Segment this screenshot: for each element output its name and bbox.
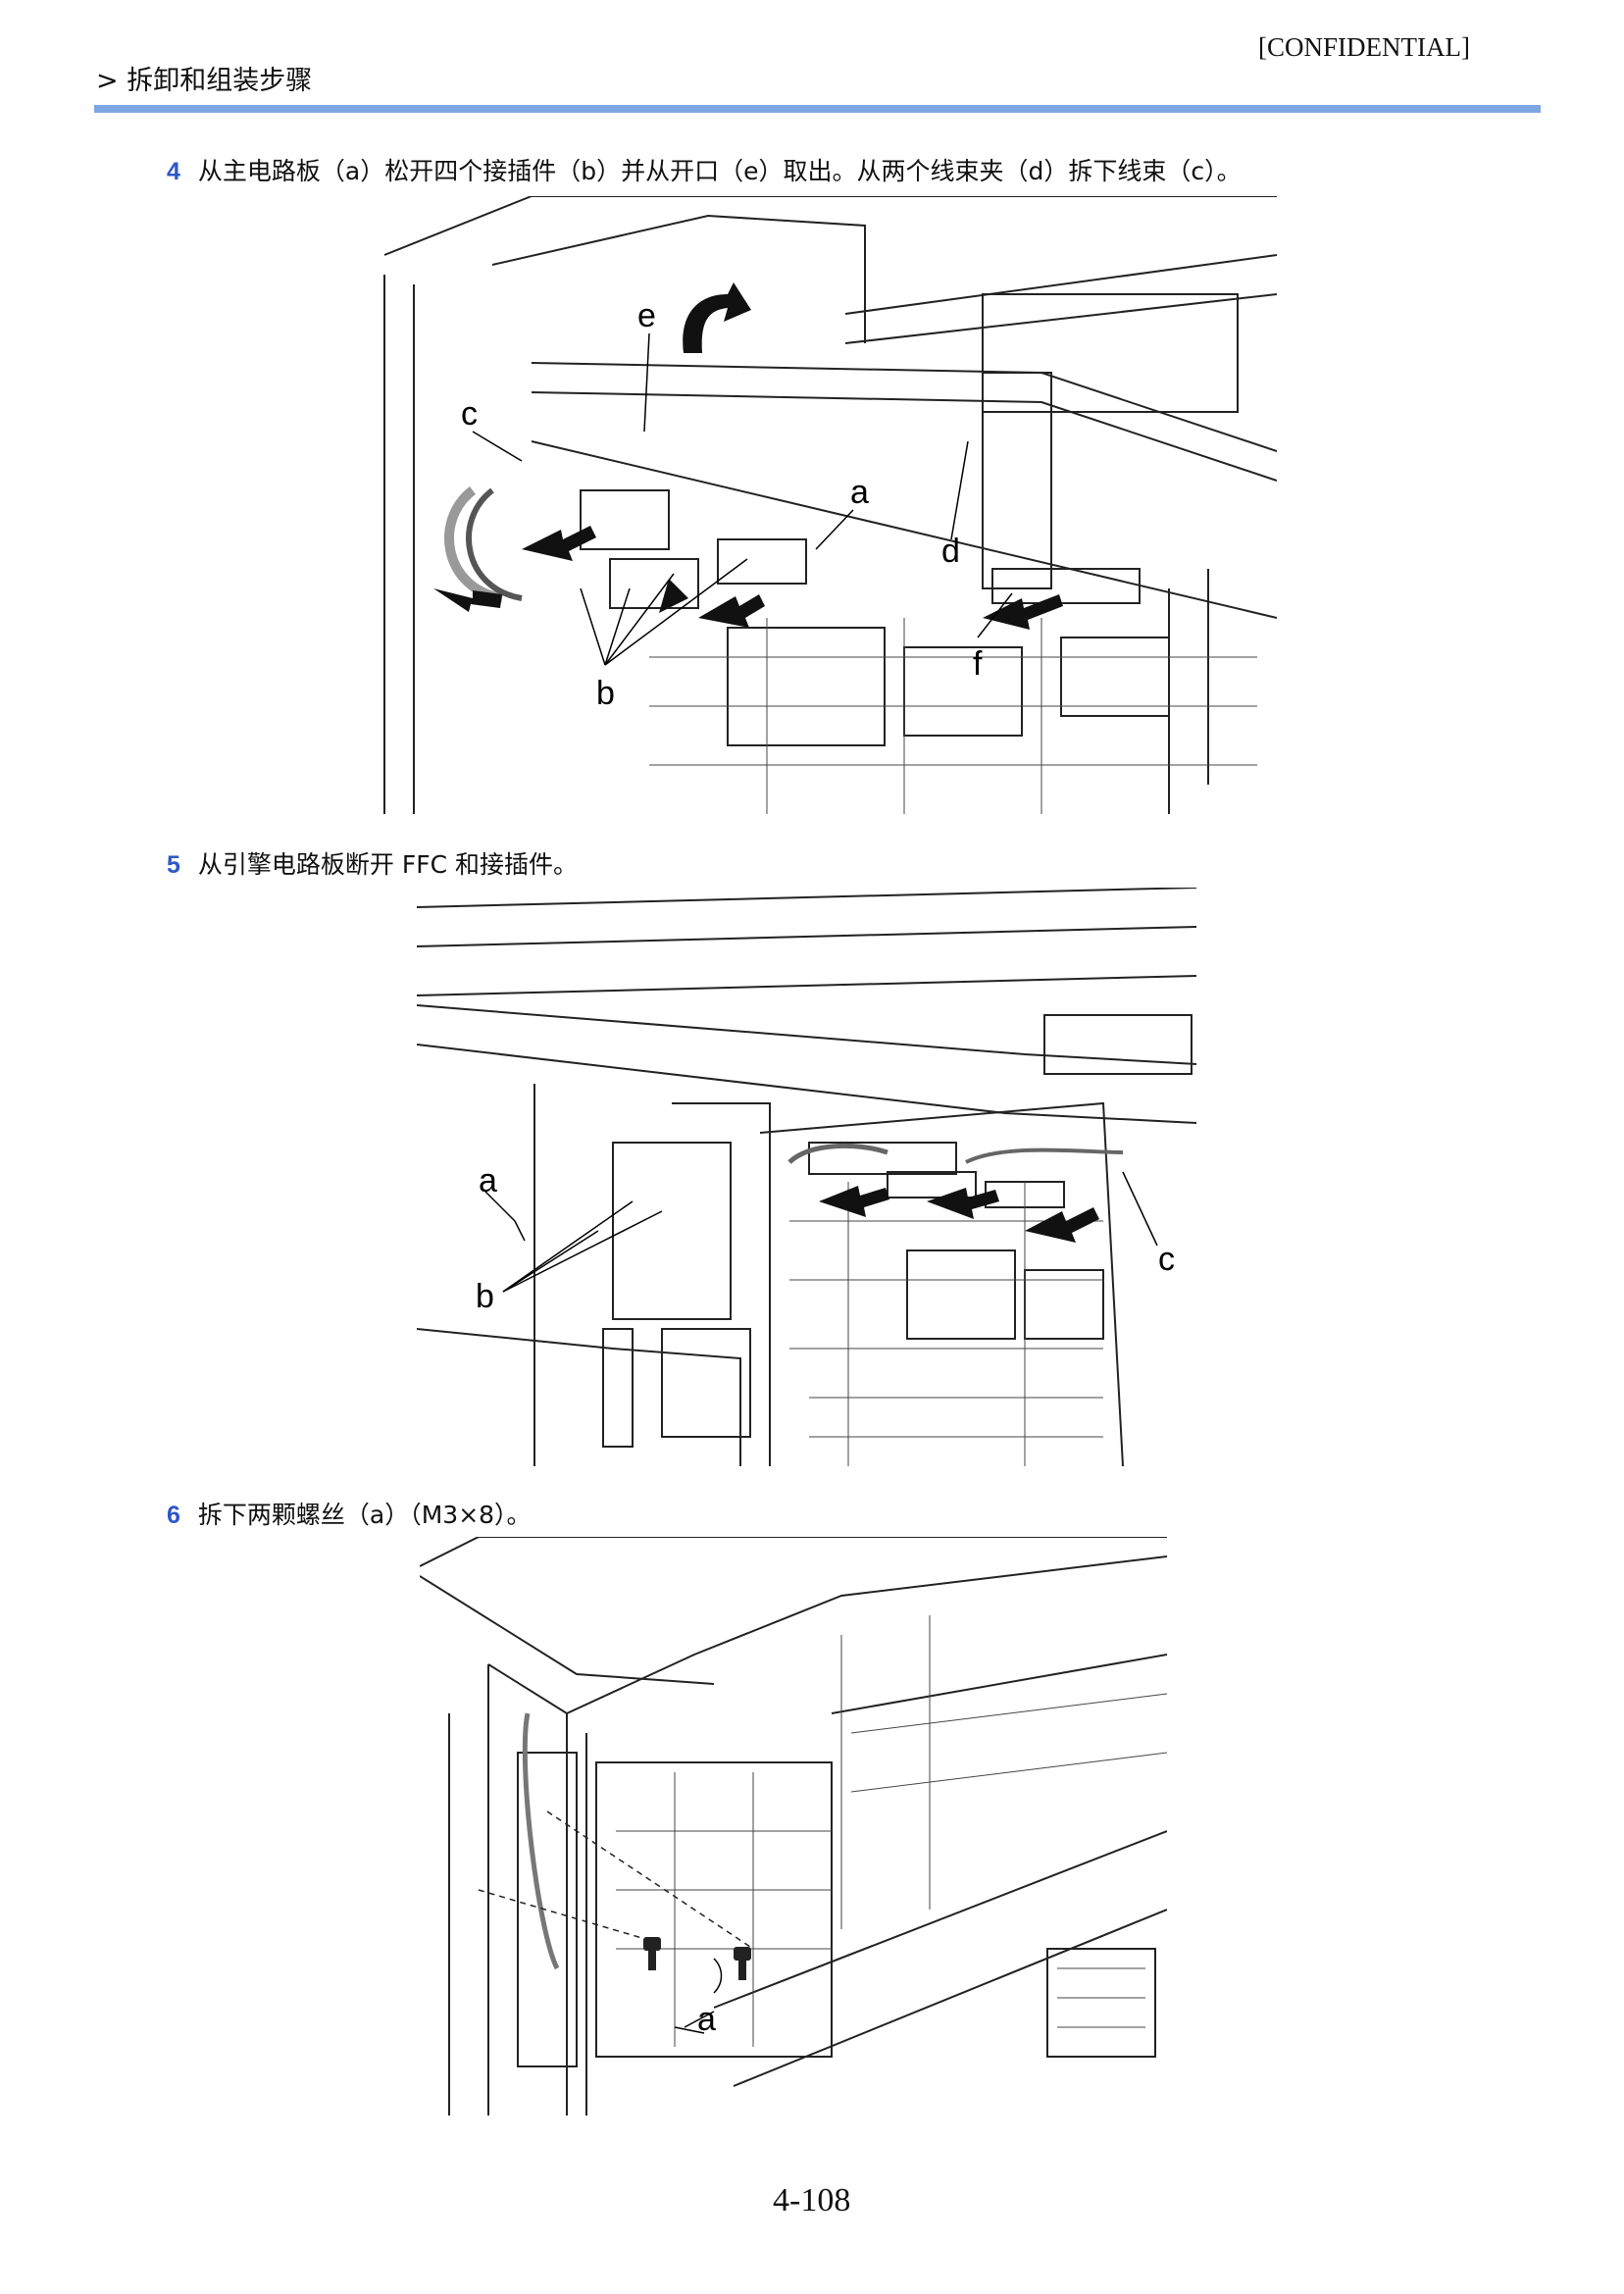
callout-a: a — [850, 474, 869, 511]
callout-e: e — [637, 297, 656, 334]
callout-a: a — [479, 1162, 497, 1199]
page-number: 4-108 — [773, 2182, 851, 2218]
step-text: 从引擎电路板断开 FFC 和接插件。 — [197, 850, 579, 879]
engine-board-drawing: a b c — [417, 888, 1196, 1466]
step-number: 6 — [167, 1502, 180, 1529]
callout-d: d — [941, 533, 960, 570]
callout-b: b — [476, 1278, 494, 1315]
step-text: 从主电路板（a）松开四个接插件（b）并从开口（e）取出。从两个线束夹（d）拆下线… — [197, 157, 1242, 185]
step-6-illustration: a — [420, 1537, 1167, 2116]
step-text: 拆下两颗螺丝（a）（M3×8）。 — [197, 1501, 532, 1529]
step-6-instruction: 6 拆下两颗螺丝（a）（M3×8）。 — [167, 1496, 532, 1531]
confidential-label: [CONFIDENTIAL] — [1258, 32, 1470, 62]
callout-c: c — [1158, 1241, 1175, 1278]
breadcrumb: > 拆卸和组装步骤 — [96, 66, 313, 96]
callout-f: f — [973, 645, 983, 683]
step-number: 5 — [167, 851, 180, 879]
step-4-illustration: e c a d b f — [355, 196, 1277, 814]
step-5-instruction: 5 从引擎电路板断开 FFC 和接插件。 — [167, 845, 578, 881]
callout-a: a — [697, 2001, 716, 2038]
pcb-connector-drawing: e c a d b f — [383, 196, 1277, 814]
step-number: 4 — [167, 158, 180, 185]
callout-c: c — [461, 395, 478, 433]
callout-b: b — [596, 675, 615, 712]
step-5-illustration: a b c — [417, 888, 1196, 1466]
step-4-instruction: 4 从主电路板（a）松开四个接插件（b）并从开口（e）取出。从两个线束夹（d）拆下… — [167, 152, 1242, 187]
header-rule — [94, 105, 1541, 113]
frame-screw-drawing: a — [420, 1537, 1167, 2116]
